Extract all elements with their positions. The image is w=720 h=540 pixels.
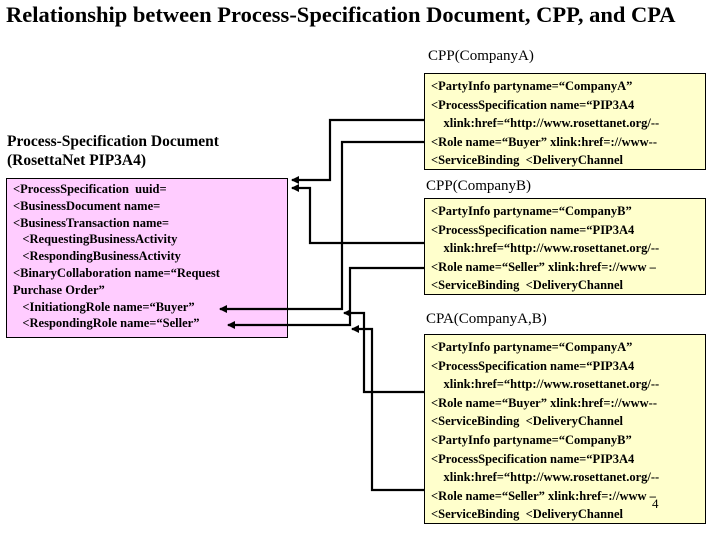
process-spec-line: <RespondingRole name=“Seller” <box>13 316 200 331</box>
cpp-b-line: <ServiceBinding <DeliveryChannel <box>431 278 624 293</box>
connector-cpp-a-to-spec <box>291 118 424 184</box>
cpa-label: CPA(CompanyA,B) <box>426 311 547 327</box>
cpa-line: <ServiceBinding <DeliveryChannel <box>431 414 624 429</box>
cpp-b-line: <ProcessSpecification name=“PIP3A4 <box>431 222 635 237</box>
process-spec-line: <RespondingBusinessActivity <box>13 249 181 264</box>
cpp-a-line: <ProcessSpecification name=“PIP3A4 <box>431 97 635 112</box>
cpp-b-line: xlink:href=“http://www.rosettanet.org/-- <box>431 241 660 256</box>
cpa-line: <PartyInfo partyname=“CompanyA” <box>431 340 633 354</box>
connector-cpp-b-to-spec <box>291 184 424 245</box>
process-spec-line: <RequestingBusinessActivity <box>13 232 178 247</box>
cpa-line: <ProcessSpecification name=“PIP3A4 <box>431 451 635 466</box>
cpa-line: <ProcessSpecification name=“PIP3A4 <box>431 358 635 373</box>
cpa-line: xlink:href=“http://www.rosettanet.org/-- <box>431 377 660 392</box>
page-number: 4 <box>652 496 659 511</box>
cpa-line: <ServiceBinding <DeliveryChannel <box>431 507 624 522</box>
process-spec-heading-line: (RosettaNet PIP3A4) <box>7 152 147 169</box>
process-spec-line: <BusinessDocument name= <box>13 198 161 213</box>
cpp-a-line: <PartyInfo partyname=“CompanyA” <box>431 79 633 93</box>
cpa-line: xlink:href=“http://www.rosettanet.org/-- <box>431 470 660 485</box>
process-spec-line: Purchase Order” <box>13 282 105 297</box>
cpa-line: <PartyInfo partyname=“CompanyB” <box>431 432 632 447</box>
process-spec-heading-line: Process-Specification Document <box>7 133 219 150</box>
cpp-a-line: <ServiceBinding <DeliveryChannel <box>431 153 624 168</box>
process-spec-box: <ProcessSpecification uuid= <BusinessDoc… <box>6 178 288 338</box>
cpp-a-line: xlink:href=“http://www.rosettanet.org/-- <box>431 116 660 131</box>
cpa-box: <PartyInfo partyname=“CompanyA” <Process… <box>424 334 706 524</box>
cpp-company-b-label: CPP(CompanyB) <box>426 178 532 194</box>
cpp-b-line: <PartyInfo partyname=“CompanyB” <box>431 204 632 218</box>
cpa-line: <Role name=“Buyer” xlink:href=://www-- <box>431 395 657 410</box>
cpp-company-a-box: <PartyInfo partyname=“CompanyA” <Process… <box>424 73 706 170</box>
connector-cpa-b-to-seller <box>351 325 424 492</box>
cpp-company-b-box: <PartyInfo partyname=“CompanyB” <Process… <box>424 198 706 295</box>
cpa-line: <Role name=“Seller” xlink:href=://www – <box>431 488 656 503</box>
connector-cpp-b-role-to-seller <box>227 266 424 329</box>
cpp-company-a-label: CPP(CompanyA) <box>428 48 534 64</box>
process-spec-heading: Process-Specification Document (RosettaN… <box>7 132 219 170</box>
process-spec-line: <BusinessTransaction name= <box>13 215 170 230</box>
connector-cpp-a-role-to-buyer <box>219 140 424 313</box>
slide-title: Relationship between Process-Specificati… <box>6 2 676 27</box>
connector-cpa-a-to-buyer <box>343 309 424 394</box>
cpp-a-line: <Role name=“Buyer” xlink:href=://www-- <box>431 134 657 149</box>
process-spec-line: <InitiationgRole name=“Buyer” <box>13 299 195 314</box>
cpp-b-line: <Role name=“Seller” xlink:href=://www – <box>431 259 656 274</box>
process-spec-line: <BinaryCollaboration name=“Request <box>13 265 220 280</box>
process-spec-line: <ProcessSpecification uuid= <box>13 182 167 196</box>
